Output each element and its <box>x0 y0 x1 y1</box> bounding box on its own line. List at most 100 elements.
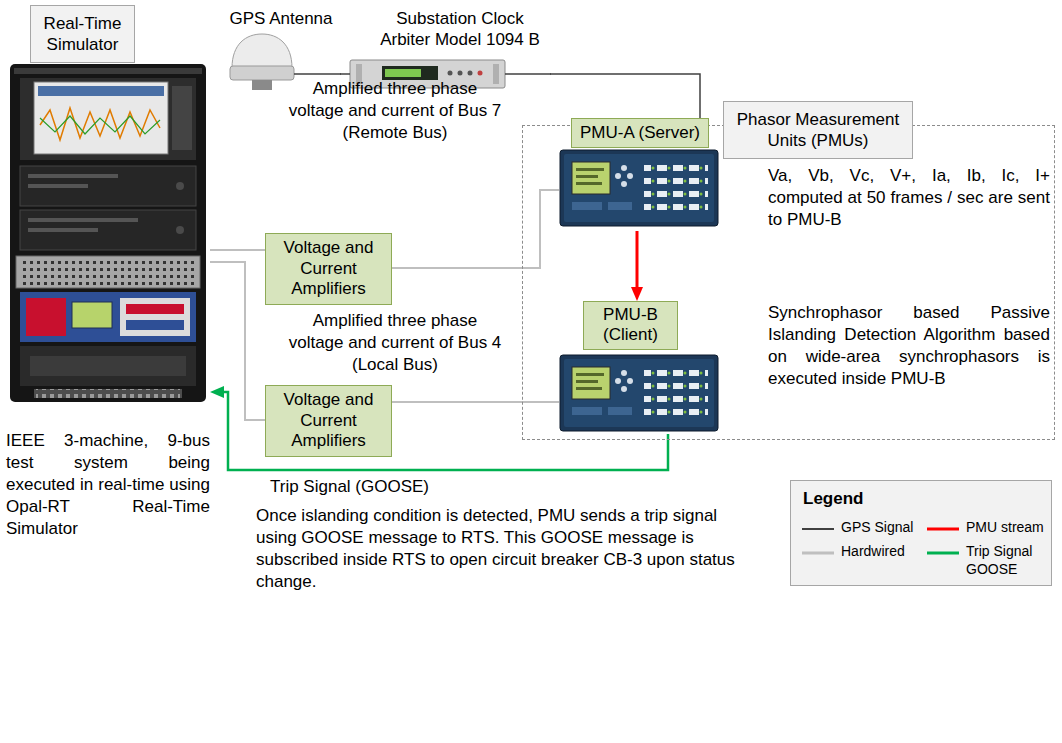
legend-line-sample <box>927 552 959 555</box>
amplifier-box: Voltage and Current Amplifiers <box>265 233 392 305</box>
pmu-device-part <box>576 168 604 171</box>
simulator-rack-part <box>28 228 98 232</box>
amplifier-box: Voltage and Current Amplifiers <box>265 385 392 457</box>
legend-title: Legend <box>803 488 863 509</box>
simulator-rack <box>10 64 206 402</box>
simulator-rack-part <box>120 298 190 336</box>
gps-signal-line <box>550 74 700 118</box>
gps-signal-line <box>340 73 350 75</box>
substation-clock-part <box>382 66 438 80</box>
pmu-device <box>560 355 718 431</box>
pmu-device-part <box>621 370 627 376</box>
note-text: Once islanding condition is detected, PM… <box>256 505 761 593</box>
connector-label: Trip Signal (GOOSE) <box>270 476 429 498</box>
device-heading: GPS Antenna <box>222 8 340 29</box>
simulator-rack-part <box>16 256 200 288</box>
simulator-rack-part <box>20 166 196 206</box>
pmu-device-part <box>627 378 633 384</box>
pmu-device-part <box>572 162 610 194</box>
gps-antenna-part <box>294 73 341 75</box>
substation-clock-part <box>385 69 421 77</box>
clock-node: Substation Clock Arbiter Model 1094 B <box>350 8 550 90</box>
pmu-device <box>560 150 718 226</box>
legend-text: Trip Signal GOOSE <box>966 543 1046 578</box>
simulator-node: Real-Time Simulator <box>5 5 210 400</box>
pmu-tag: PMU-B (Client) <box>583 301 678 350</box>
legend-entry: Trip Signal GOOSE <box>926 543 1046 578</box>
gps-antenna-part <box>230 66 294 80</box>
pmu-node: PMU-A (Server) <box>559 118 721 231</box>
simulator-rack-part <box>126 320 184 330</box>
pmu-device-part <box>576 182 602 185</box>
simulator-rack-part <box>34 82 168 154</box>
group-heading: Phasor Measurement Units (PMUs) <box>723 101 913 159</box>
legend-sample <box>926 523 960 535</box>
pmu-device-part <box>608 407 632 415</box>
pmu-device-part <box>615 173 621 179</box>
legend-sample <box>801 523 835 535</box>
amplifier-label: Voltage and Current Amplifiers <box>265 233 392 305</box>
simulator-rack-part <box>126 304 184 314</box>
simulator-rack-part <box>20 210 196 250</box>
pmu-device-part <box>560 355 718 431</box>
gps-antenna-part <box>252 80 272 90</box>
hardwired-line <box>392 401 559 403</box>
pmu-device-part <box>621 181 627 187</box>
legend-line-sample <box>927 528 959 531</box>
pmu-node: PMU-B (Client) <box>559 301 721 434</box>
simulator-rack-part <box>176 182 184 190</box>
amplifier-label: Voltage and Current Amplifiers <box>265 385 392 457</box>
simulator-rack-part <box>28 174 118 178</box>
simulator-rack-part <box>28 218 138 222</box>
hardwired-line <box>392 190 559 268</box>
simulator-rack-part <box>28 184 88 188</box>
legend-text: PMU stream <box>966 519 1046 537</box>
pmu-device-part <box>644 365 708 417</box>
simulator-rack-part <box>14 68 202 74</box>
simulator-rack-part <box>72 302 112 328</box>
substation-clock-part <box>478 71 483 76</box>
pmu-device-part <box>627 173 633 179</box>
pmu-device-part <box>560 150 718 226</box>
simulator-rack-part <box>20 259 196 285</box>
pmu-device-part <box>608 202 632 210</box>
legend-line-sample <box>802 528 834 530</box>
pmu-device-part <box>576 380 598 383</box>
simulator-rack-part <box>40 108 160 140</box>
gps-antenna-part <box>232 34 292 68</box>
simulator-rack-part <box>20 78 196 160</box>
substation-clock-part <box>448 71 453 76</box>
legend-text: Hardwired <box>841 543 921 561</box>
substation-clock-part <box>493 64 499 84</box>
simulator-rack-part <box>10 64 206 402</box>
simulator-rack-part <box>172 86 192 150</box>
simulator-rack-part <box>20 346 196 386</box>
simulator-rack-part <box>36 389 180 398</box>
legend-text: GPS Signal <box>841 519 921 537</box>
pmu-device-part <box>621 386 627 392</box>
note-text: Amplified three phase voltage and curren… <box>285 78 505 144</box>
pmu-device-part <box>564 154 714 222</box>
legend-sample <box>926 547 960 559</box>
simulator-rack-part <box>38 86 164 96</box>
legend-line-sample <box>802 552 834 555</box>
device-heading: Substation Clock Arbiter Model 1094 B <box>370 8 550 51</box>
note-text: Va, Vb, Vc, V+, Ia, Ib, Ic, I+ computed … <box>768 165 1050 231</box>
legend-entry: PMU stream <box>926 519 1046 537</box>
note-text: Synchrophasor based Passive Islanding De… <box>768 302 1050 390</box>
hardwired-line <box>210 262 265 420</box>
legend-entry: Hardwired <box>801 543 921 561</box>
pmu-stream-arrow <box>636 231 639 294</box>
pmu-device-part <box>621 165 627 171</box>
simulator-rack-part <box>34 389 182 398</box>
simulator-rack-part <box>26 298 66 336</box>
pmu-device-part <box>644 160 708 212</box>
substation-clock-part <box>468 71 473 76</box>
note-text: IEEE 3-machine, 9-bus test system being … <box>6 430 210 540</box>
note-text: Amplified three phase voltage and curren… <box>285 310 505 376</box>
pmu-device-part <box>576 387 602 390</box>
pmu-device-part <box>572 202 602 210</box>
legend-box: LegendGPS Signal PMU streamHardwired Trip … <box>790 480 1052 586</box>
substation-clock-part <box>458 71 463 76</box>
